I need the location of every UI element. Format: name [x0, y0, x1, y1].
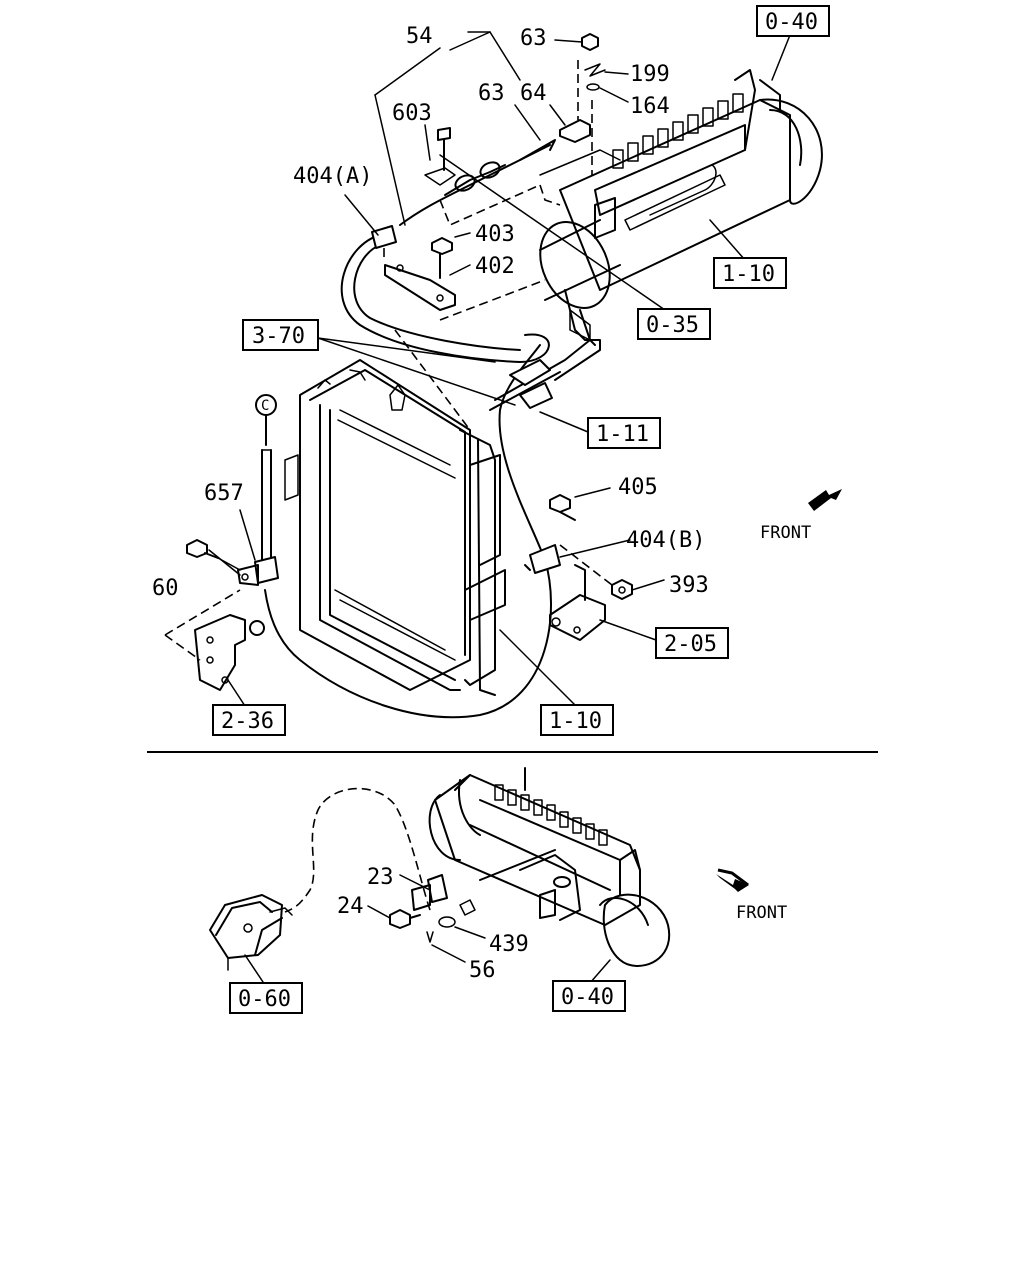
ref-box-0-60: 0-60 — [238, 987, 291, 1012]
bracket-64 — [539, 60, 621, 176]
clamp-404b — [524, 544, 561, 574]
ref-box-1-10-top: 1-10 — [722, 262, 775, 287]
part-label-393: 393 — [669, 573, 709, 598]
bolt-405 — [549, 494, 576, 521]
part-label-64: 64 — [520, 81, 547, 106]
part-label-603: 603 — [392, 101, 432, 126]
part-label-404b: 404(B) — [626, 528, 705, 553]
ref-box-0-35: 0-35 — [646, 313, 699, 338]
bracket-205 — [549, 564, 606, 641]
ref-box-2-36: 2-36 — [221, 709, 274, 734]
bottom-view: 23 24 439 56 0-60 0-40 FRONT — [209, 767, 787, 1014]
part-label-657: 657 — [204, 481, 244, 506]
arrow-icon — [808, 489, 842, 511]
labels-top: 54 63 63 64 199 164 603 404(A) 403 402 6… — [152, 24, 709, 601]
part-label-24: 24 — [337, 894, 364, 919]
ref-box-0-40-top: 0-40 — [765, 10, 818, 35]
ref-box-2-05: 2-05 — [664, 632, 717, 657]
nut-393 — [611, 579, 633, 600]
labels-bottom: 23 24 439 56 — [337, 865, 529, 983]
front-label-bottom: FRONT — [736, 903, 787, 923]
injection-pump-bottom — [428, 767, 671, 967]
ref-box-1-11: 1-11 — [596, 422, 649, 447]
main-cable — [264, 234, 553, 719]
front-indicator-top: FRONT — [760, 489, 842, 543]
bolt-403 — [431, 237, 453, 279]
ref-box-1-10-bottom: 1-10 — [549, 709, 602, 734]
front-indicator-bottom: FRONT — [716, 868, 787, 923]
part-label-405: 405 — [618, 475, 658, 500]
circle-label-c: C — [261, 398, 269, 414]
clamp-657 — [237, 556, 279, 586]
part-label-56: 56 — [469, 958, 496, 983]
part-label-199: 199 — [630, 62, 670, 87]
actuator-060 — [209, 894, 293, 971]
part-label-60: 60 — [152, 576, 179, 601]
part-label-404a: 404(A) — [293, 164, 372, 189]
clamp-404a — [371, 225, 456, 311]
pin-56 — [426, 931, 434, 943]
front-label-top: FRONT — [760, 523, 811, 543]
part-label-402: 402 — [475, 254, 515, 279]
bolt-60 — [186, 539, 219, 559]
dashed-guide-402 — [439, 279, 546, 321]
part-label-164: 164 — [630, 94, 670, 119]
bracket-236 — [194, 614, 265, 691]
part-label-439: 439 — [489, 932, 529, 957]
ref-boxes-bottom: 0-60 0-40 — [229, 980, 626, 1014]
ref-box-3-70: 3-70 — [252, 324, 305, 349]
part-label-403: 403 — [475, 222, 515, 247]
part-label-63a: 63 — [520, 26, 547, 51]
part-label-23: 23 — [367, 865, 394, 890]
cable-end-c — [255, 394, 277, 561]
part-label-63b: 63 — [478, 81, 505, 106]
leaders-bottom — [244, 874, 611, 986]
control-cable-top — [399, 127, 556, 227]
washer-164 — [586, 83, 600, 91]
top-view: 54 63 63 64 199 164 603 404(A) 403 402 6… — [152, 5, 842, 736]
radiator — [284, 359, 506, 696]
leaders-top — [208, 31, 791, 707]
pipe-bracket — [489, 289, 601, 411]
nut-63 — [581, 33, 599, 51]
washer-439 — [438, 916, 456, 928]
arrow-icon — [716, 874, 749, 892]
clip-199 — [584, 63, 606, 77]
ref-box-0-40-bottom: 0-40 — [561, 985, 614, 1010]
injection-pump-top — [539, 69, 823, 341]
clamp-23 — [411, 874, 448, 911]
bolt-24 — [389, 909, 421, 929]
ref-boxes-top: 0-40 1-10 0-35 3-70 1-11 2-05 2-36 1-10 — [212, 5, 830, 736]
part-label-54: 54 — [406, 24, 433, 49]
dashed-cable-bottom — [284, 787, 431, 913]
